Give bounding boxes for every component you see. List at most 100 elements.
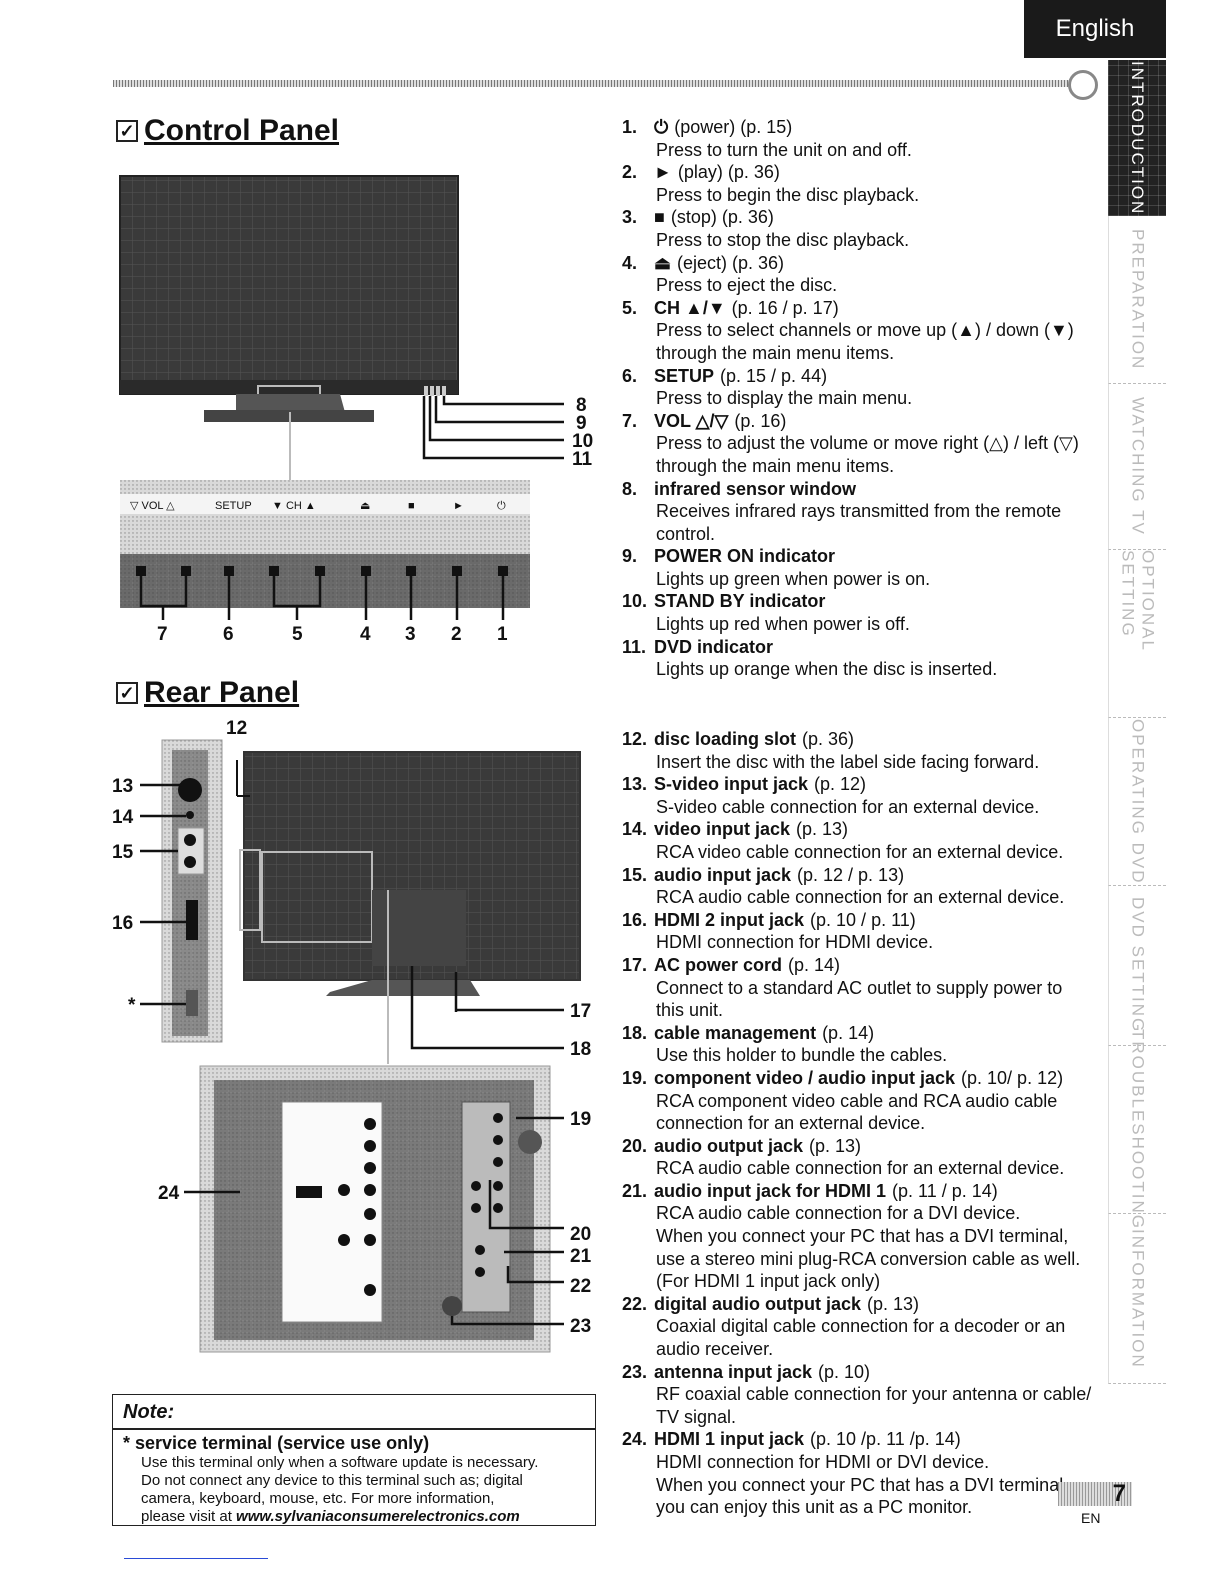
item-heading: 14.video input jack(p. 13) bbox=[622, 818, 1102, 841]
note-box: Note: * service terminal (service use on… bbox=[112, 1394, 596, 1526]
item-name: STAND BY indicator bbox=[654, 591, 826, 612]
item-number: 18. bbox=[622, 1022, 648, 1043]
item-description: Connect to a standard AC outlet to suppl… bbox=[656, 977, 1063, 998]
list-item: 17.AC power cord(p. 14)Connect to a stan… bbox=[622, 954, 1102, 1022]
note-line: camera, keyboard, mouse, etc. For more i… bbox=[141, 1489, 495, 1507]
item-heading: 22.digital audio output jack(p. 13) bbox=[622, 1293, 1102, 1316]
side-tab-watching-tv[interactable]: WATCHING TV bbox=[1108, 384, 1166, 550]
item-page-ref: (p. 13) bbox=[796, 819, 849, 840]
item-name: ■ bbox=[654, 207, 665, 228]
list-item: 24.HDMI 1 input jack(p. 10 /p. 11 /p. 14… bbox=[622, 1428, 1102, 1518]
side-tab-label: PREPARATION bbox=[1128, 228, 1148, 371]
note-divider bbox=[113, 1428, 595, 1430]
side-tab-list: INTRODUCTION PREPARATION WATCHING TV OPT… bbox=[1108, 60, 1166, 1384]
item-page-ref: (p. 16 / p. 17) bbox=[731, 297, 839, 318]
side-tab-operating-dvd[interactable]: OPERATING DVD bbox=[1108, 718, 1166, 886]
item-page-ref: (p. 16) bbox=[734, 410, 787, 431]
side-tab-dvd-setting[interactable]: DVD SETTING bbox=[1108, 886, 1166, 1046]
list-item: 1.⏻(power) (p. 15)Press to turn the unit… bbox=[622, 116, 1102, 161]
item-heading: 17.AC power cord(p. 14) bbox=[622, 954, 1102, 977]
item-description: Receives infrared rays transmitted from … bbox=[656, 501, 1062, 522]
callout-24: 24 bbox=[158, 1183, 180, 1204]
item-heading: 6.SETUP(p. 15 / p. 44) bbox=[622, 365, 1102, 388]
list-item: 23.antenna input jack(p. 10)RF coaxial c… bbox=[622, 1361, 1102, 1429]
item-name: ⏏ bbox=[654, 252, 672, 273]
side-tab-troubleshooting[interactable]: TROUBLESHOOTING bbox=[1108, 1029, 1166, 1230]
vol-label: ▽ VOL △ bbox=[130, 500, 175, 512]
callout-5: 5 bbox=[292, 624, 303, 645]
page-number: 7 bbox=[1058, 1482, 1132, 1506]
item-page-ref: (p. 13) bbox=[809, 1135, 862, 1156]
side-tab-information[interactable]: INFORMATION bbox=[1108, 1214, 1166, 1384]
list-item: 7.VOL △/▽(p. 16)Press to adjust the volu… bbox=[622, 410, 1102, 478]
item-page-ref: (p. 12) bbox=[814, 774, 867, 795]
item-name: digital audio output jack bbox=[654, 1293, 861, 1314]
item-heading: 11.DVD indicator bbox=[622, 636, 1102, 659]
item-name: HDMI 1 input jack bbox=[654, 1429, 805, 1450]
callout-service: * bbox=[128, 995, 136, 1016]
item-name: cable management bbox=[654, 1022, 817, 1043]
item-description: through the main menu items. bbox=[656, 342, 895, 363]
rear-back-image bbox=[239, 751, 581, 996]
item-heading: 21.audio input jack for HDMI 1(p. 11 / p… bbox=[622, 1180, 1102, 1203]
note-line: please visit at www.sylvaniaconsumerelec… bbox=[141, 1508, 585, 1526]
item-page-ref: (power) (p. 15) bbox=[674, 117, 793, 137]
note-line-text: please visit at bbox=[141, 1507, 237, 1525]
list-item: 12. disc loading slot(p. 36)Insert the di… bbox=[622, 728, 1102, 773]
item-heading: 20.audio output jack(p. 13) bbox=[622, 1135, 1102, 1158]
item-description: Press to display the main menu. bbox=[656, 388, 913, 409]
item-heading: 5.CH ▲/▼(p. 16 / p. 17) bbox=[622, 297, 1102, 320]
panel-diagram: ▽ VOL △ SETUP ▼ CH ▲ ⏏ ■ ► ⏻ bbox=[112, 175, 593, 1353]
item-heading: 19.component video / audio input jack(p.… bbox=[622, 1067, 1102, 1090]
item-number: 14. bbox=[622, 819, 648, 840]
item-name: ► bbox=[654, 162, 672, 183]
item-number: 4. bbox=[622, 252, 638, 273]
item-description: you can enjoy this unit as a PC monitor. bbox=[656, 1497, 973, 1518]
item-name: disc loading slot bbox=[654, 729, 797, 749]
item-number: 3. bbox=[622, 207, 638, 228]
rear-jack-image bbox=[199, 1065, 551, 1353]
callout-16: 16 bbox=[112, 913, 133, 934]
item-description: Lights up orange when the disc is insert… bbox=[656, 659, 998, 680]
item-description: Press to stop the disc playback. bbox=[656, 229, 910, 250]
list-item: 19.component video / audio input jack(p.… bbox=[622, 1067, 1102, 1135]
item-description: Press to adjust the volume or move right… bbox=[656, 433, 1079, 454]
setup-label: SETUP bbox=[215, 500, 252, 512]
item-page-ref: (p. 36) bbox=[802, 729, 855, 749]
item-page-ref: (p. 10) bbox=[818, 1361, 871, 1382]
item-description: S-video cable connection for an external… bbox=[656, 796, 1040, 817]
item-page-ref: (play) (p. 36) bbox=[677, 162, 780, 183]
item-number: 13. bbox=[622, 774, 648, 795]
item-description: HDMI connection for HDMI or DVI device. bbox=[656, 1452, 990, 1472]
ch-label: ▼ CH ▲ bbox=[272, 500, 316, 512]
item-description: Insert the disc with the label side faci… bbox=[656, 751, 1040, 772]
callout-19: 19 bbox=[570, 1109, 591, 1130]
side-tab-introduction[interactable]: INTRODUCTION bbox=[1108, 60, 1166, 216]
checkbox-icon: ✓ bbox=[116, 682, 138, 704]
website-link[interactable]: www.sylvaniaconsumerelectronics.com bbox=[236, 1507, 520, 1525]
callout-7: 7 bbox=[157, 624, 168, 645]
item-description: (For HDMI 1 input jack only) bbox=[656, 1271, 881, 1292]
item-page-ref: (p. 11 / p. 14) bbox=[892, 1180, 998, 1201]
side-tab-preparation[interactable]: PREPARATION bbox=[1108, 216, 1166, 384]
side-tab-optional-setting[interactable]: OPTIONAL SETTING bbox=[1108, 550, 1166, 718]
item-description: RCA audio cable connection for a DVI dev… bbox=[656, 1203, 1021, 1224]
item-number: 12. bbox=[622, 729, 648, 749]
item-name: audio output jack bbox=[654, 1135, 804, 1156]
item-heading: 2.►(play) (p. 36) bbox=[622, 161, 1102, 184]
item-description: use a stereo mini plug-RCA conversion ca… bbox=[656, 1248, 1081, 1269]
callout-17: 17 bbox=[570, 1001, 591, 1022]
callout-20: 20 bbox=[570, 1224, 591, 1245]
item-number: 24. bbox=[622, 1429, 648, 1450]
item-description: Press to turn the unit on and off. bbox=[656, 139, 912, 160]
item-description: Lights up red when power is off. bbox=[656, 614, 910, 635]
item-heading: 18.cable management(p. 14) bbox=[622, 1022, 1102, 1045]
tv-front-image bbox=[119, 175, 459, 422]
note-body: Use this terminal only when a software u… bbox=[123, 1454, 585, 1526]
item-name: antenna input jack bbox=[654, 1361, 813, 1382]
side-tab-label: INTRODUCTION bbox=[1128, 60, 1147, 216]
rear-side-image bbox=[161, 739, 223, 1043]
